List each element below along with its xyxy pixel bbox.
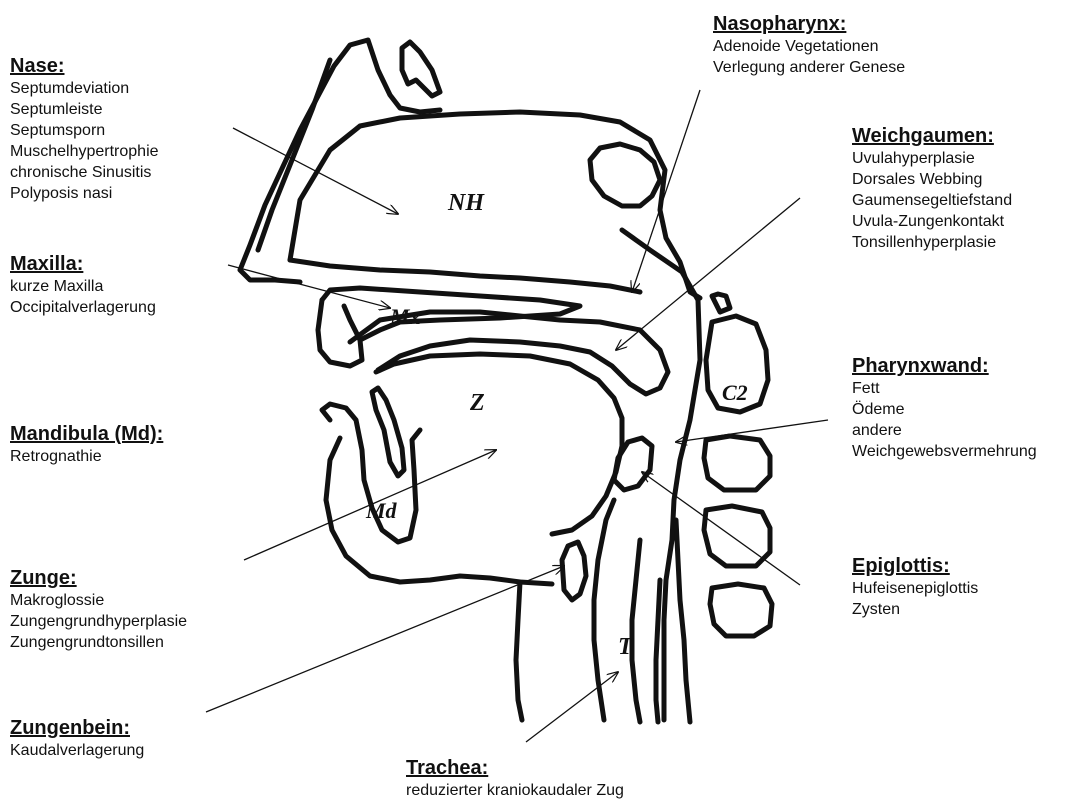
label-nase-item: Septumleiste [10, 99, 159, 120]
label-nase-title: Nase: [10, 54, 159, 78]
neck-front [516, 582, 522, 720]
sphenoid-sinus [590, 144, 660, 206]
label-zungenbein: Zungenbein: Kaudalverlagerung [10, 716, 144, 761]
chin-outline [326, 438, 552, 584]
label-nase-item: chronische Sinusitis [10, 162, 159, 183]
esophagus-wall-2 [676, 520, 690, 722]
arrow-nase [233, 128, 398, 214]
label-trachea: Trachea: reduzierter kraniokaudaler Zug [406, 756, 624, 801]
label-epiglottis-item: Hufeisenepiglottis [852, 578, 978, 599]
label-mandibula-title: Mandibula (Md): [10, 422, 163, 446]
vertebra-c5 [710, 584, 772, 636]
label-weichgaumen-item: Dorsales Webbing [852, 169, 1012, 190]
label-weichgaumen: Weichgaumen: Uvulahyperplasie Dorsales W… [852, 124, 1012, 253]
label-nasopharynx-title: Nasopharynx: [713, 12, 905, 36]
label-maxilla-item: Occipitalverlagerung [10, 297, 156, 318]
region-label-z: Z [469, 390, 485, 416]
frontal-bone-outline [402, 42, 440, 96]
region-label-mx: Mx [389, 304, 421, 329]
label-pharynxwand-item: Fett [852, 378, 1037, 399]
label-zunge-item: Makroglossie [10, 590, 187, 611]
skull-outer-outline [240, 40, 440, 282]
label-weichgaumen-item: Uvula-Zungenkontakt [852, 211, 1012, 232]
label-nasopharynx-item: Adenoide Vegetationen [713, 36, 905, 57]
label-weichgaumen-title: Weichgaumen: [852, 124, 1012, 148]
larynx-inner-wall [594, 500, 614, 720]
label-zunge-item: Zungengrundtonsillen [10, 632, 187, 653]
vertebra-c2-tip [712, 294, 730, 312]
label-epiglottis-item: Zysten [852, 599, 978, 620]
lower-incisor [372, 388, 404, 476]
label-nase: Nase: Septumdeviation Septumleiste Septu… [10, 54, 159, 204]
label-maxilla: Maxilla: kurze Maxilla Occipitalverlager… [10, 252, 156, 318]
label-epiglottis: Epiglottis: Hufeisenepiglottis Zysten [852, 554, 978, 620]
label-weichgaumen-item: Uvulahyperplasie [852, 148, 1012, 169]
maxilla-upper-lip [318, 300, 362, 366]
label-maxilla-title: Maxilla: [10, 252, 156, 276]
trachea-front [632, 540, 640, 722]
label-weichgaumen-item: Gaumensegeltiefstand [852, 190, 1012, 211]
region-label-t: T [618, 634, 634, 660]
label-nase-item: Muschelhypertrophie [10, 141, 159, 162]
label-pharynxwand-item: andere [852, 420, 1037, 441]
label-mandibula-item: Retrognathie [10, 446, 163, 467]
label-pharynxwand-item: Ödeme [852, 399, 1037, 420]
label-maxilla-item: kurze Maxilla [10, 276, 156, 297]
label-nase-item: Septumdeviation [10, 78, 159, 99]
region-label-md: Md [365, 498, 398, 523]
label-nase-item: Septumsporn [10, 120, 159, 141]
label-weichgaumen-item: Tonsillenhyperplasie [852, 232, 1012, 253]
label-nase-item: Polyposis nasi [10, 183, 159, 204]
esophagus-wall [656, 580, 660, 722]
label-zungenbein-title: Zungenbein: [10, 716, 144, 740]
label-nasopharynx: Nasopharynx: Adenoide Vegetationen Verle… [713, 12, 905, 78]
label-trachea-item: reduzierter kraniokaudaler Zug [406, 780, 624, 801]
label-nasopharynx-item: Verlegung anderer Genese [713, 57, 905, 78]
label-pharynxwand-title: Pharynxwand: [852, 354, 1037, 378]
label-zunge-item: Zungengrundhyperplasie [10, 611, 187, 632]
label-epiglottis-title: Epiglottis: [852, 554, 978, 578]
label-pharynxwand: Pharynxwand: Fett Ödeme andere Weichgewe… [852, 354, 1037, 462]
label-mandibula: Mandibula (Md): Retrognathie [10, 422, 163, 467]
arrow-zungenbein [206, 566, 564, 712]
region-label-c2: C2 [722, 380, 748, 405]
hyoid-bone [562, 542, 586, 600]
region-label-nh: NH [447, 190, 485, 216]
arrow-weichgaumen [616, 198, 800, 350]
label-zungenbein-item: Kaudalverlagerung [10, 740, 144, 761]
label-zunge: Zunge: Makroglossie Zungengrundhyperplas… [10, 566, 187, 653]
label-zunge-title: Zunge: [10, 566, 187, 590]
label-trachea-title: Trachea: [406, 756, 624, 780]
vertebra-c3 [704, 436, 770, 490]
label-pharynxwand-item: Weichgewebsvermehrung [852, 441, 1037, 462]
